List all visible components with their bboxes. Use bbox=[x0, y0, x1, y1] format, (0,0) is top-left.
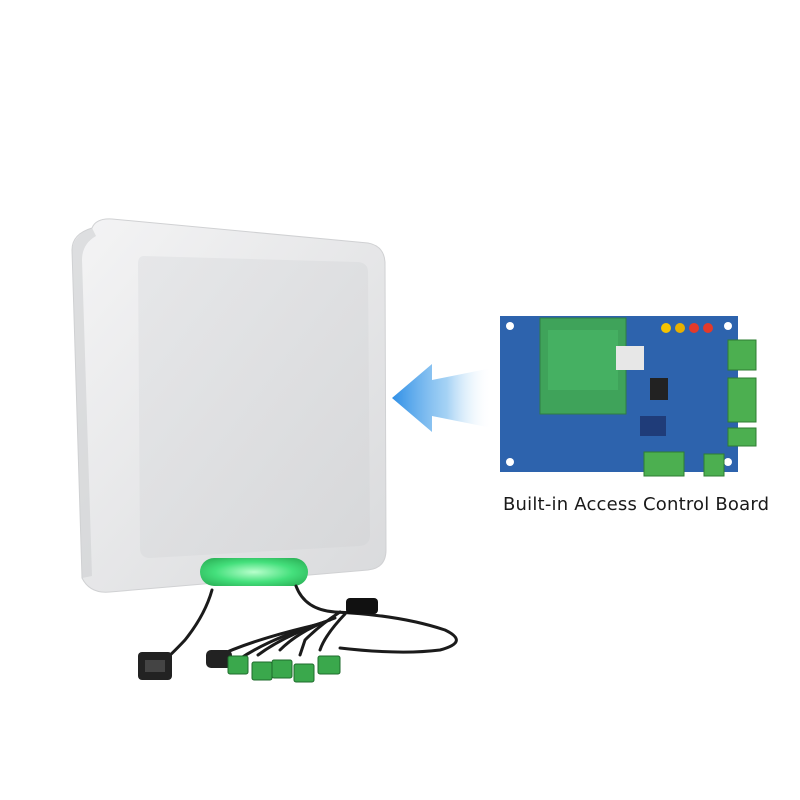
arrow-left-icon bbox=[392, 364, 492, 432]
cable-connectors bbox=[138, 598, 378, 683]
board-caption: Built-in Access Control Board bbox=[503, 494, 770, 515]
terminal-connector bbox=[317, 655, 341, 675]
terminal-connector bbox=[293, 663, 315, 683]
uhf-reader bbox=[71, 218, 387, 593]
terminal-connector bbox=[251, 661, 273, 681]
access-control-board bbox=[500, 316, 757, 477]
status-led bbox=[200, 558, 308, 586]
terminal-connector bbox=[271, 659, 293, 679]
terminal-connector bbox=[227, 655, 249, 675]
cable-bundle bbox=[158, 584, 458, 666]
